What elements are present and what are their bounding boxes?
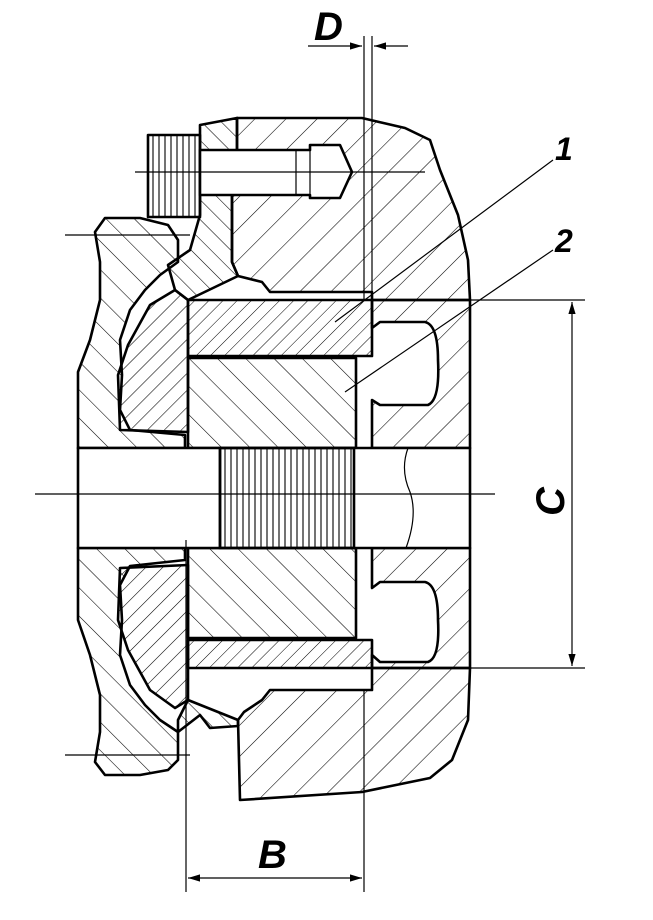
dimension-d-label: D: [314, 5, 343, 49]
outer-gear-part-1: [186, 298, 374, 670]
dimension-c-label: C: [529, 486, 573, 516]
seal-retainer: [116, 116, 244, 734]
callout-2-label: 2: [554, 223, 573, 259]
centerlines: [35, 171, 495, 756]
drive-shaft: [76, 446, 472, 550]
dimension-b-label: B: [258, 833, 287, 877]
dimension-d: D: [308, 5, 408, 300]
dimension-c: C: [372, 299, 585, 669]
dimension-b: B: [185, 540, 365, 892]
callout-1-label: 1: [555, 131, 573, 167]
callout-1: 1: [334, 131, 573, 323]
inner-rotor-part-2: [186, 356, 358, 640]
callout-2: 2: [344, 223, 573, 393]
